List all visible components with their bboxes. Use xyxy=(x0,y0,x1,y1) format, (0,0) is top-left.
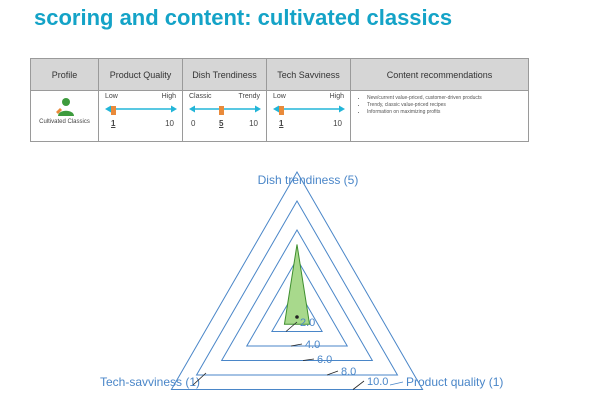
score-value: 5 xyxy=(219,119,224,128)
table-header-row: Profile Product Quality Dish Trendiness … xyxy=(30,58,529,91)
scale-arrow xyxy=(189,105,261,113)
score-value: 1 xyxy=(111,119,116,128)
scale-max-label: 10 xyxy=(333,119,342,128)
person-icon xyxy=(55,98,74,116)
axis-label-leader xyxy=(192,372,207,386)
ring-label: 4.0 xyxy=(305,339,320,351)
recommendations-list: New/current value-priced, customer-drive… xyxy=(361,95,528,115)
ring-label-leader xyxy=(326,370,339,376)
profile-cell: Cultivated Classics xyxy=(30,90,99,142)
header-tech-savviness: Tech Savviness xyxy=(266,58,351,91)
axis-label-dish-trendiness: Dish trendiness (5) xyxy=(258,173,359,187)
scale-max-label: 10 xyxy=(165,119,174,128)
score-value: 1 xyxy=(279,119,284,128)
ring-label-leader xyxy=(285,321,298,332)
page-title: scoring and content: cultivated classics xyxy=(34,5,453,30)
header-content-recommendations: Content recommendations xyxy=(350,58,529,91)
axis-label-tech-savviness: Tech-savviness (1) xyxy=(100,375,200,389)
list-item: New/current value-priced, customer-drive… xyxy=(367,95,528,101)
header-profile: Profile xyxy=(30,58,99,91)
scale-high-label: Trendy xyxy=(238,93,260,100)
radar-ring xyxy=(195,199,399,376)
score-marker xyxy=(219,106,224,115)
radar-chart: 2.0 4.0 6.0 8.0 10.0 Dish trendiness (5) Produ… xyxy=(100,170,503,390)
ring-label-leader xyxy=(302,358,315,361)
ring-label-leader xyxy=(290,343,303,347)
tech-savviness-cell: Low High 1 10 xyxy=(266,90,351,142)
ring-label: 2.0 xyxy=(300,317,315,329)
scale-max-label: 10 xyxy=(249,119,258,128)
radar-ring xyxy=(170,170,424,390)
profile-name: Cultivated Classics xyxy=(39,119,90,125)
scale-arrow xyxy=(273,105,345,113)
product-quality-cell: Low High 1 10 xyxy=(98,90,183,142)
scoring-table: Profile Product Quality Dish Trendiness … xyxy=(30,58,529,142)
ring-label-leader xyxy=(352,380,365,390)
ring-label: 8.0 xyxy=(341,366,356,378)
axis-label-leader xyxy=(389,381,404,386)
ring-label: 6.0 xyxy=(317,354,332,366)
score-marker xyxy=(279,106,284,115)
header-product-quality: Product Quality xyxy=(98,58,183,91)
list-item: Trendy, classic value-priced recipes xyxy=(367,102,528,108)
radar-ring xyxy=(220,228,374,361)
header-dish-trendiness: Dish Trendiness xyxy=(182,58,267,91)
list-item: Information on maximizing profits xyxy=(367,109,528,115)
scale-low-label: Classic xyxy=(189,93,212,100)
scale-low-label: Low xyxy=(105,93,118,100)
radar-ring xyxy=(271,286,323,332)
dish-trendiness-scale: Classic Trendy 0 5 10 xyxy=(183,91,266,141)
scale-high-label: High xyxy=(161,93,176,100)
axis-label-product-quality: Product quality (1) xyxy=(406,375,503,389)
radar-center-dot xyxy=(295,315,299,319)
table-row: Cultivated Classics Low High 1 10 xyxy=(30,90,529,142)
scale-high-label: High xyxy=(329,93,344,100)
scale-arrow xyxy=(105,105,177,113)
scale-low-label: Low xyxy=(273,93,286,100)
radar-ring xyxy=(245,257,349,347)
tech-savviness-scale: Low High 1 10 xyxy=(267,91,350,141)
radar-data-area xyxy=(283,244,311,325)
scale-min-label: 0 xyxy=(191,119,196,128)
product-quality-scale: Low High 1 10 xyxy=(99,91,182,141)
score-marker xyxy=(111,106,116,115)
dish-trendiness-cell: Classic Trendy 0 5 10 xyxy=(182,90,267,142)
recommendations-cell: New/current value-priced, customer-drive… xyxy=(350,90,529,142)
ring-label: 10.0 xyxy=(367,376,388,388)
